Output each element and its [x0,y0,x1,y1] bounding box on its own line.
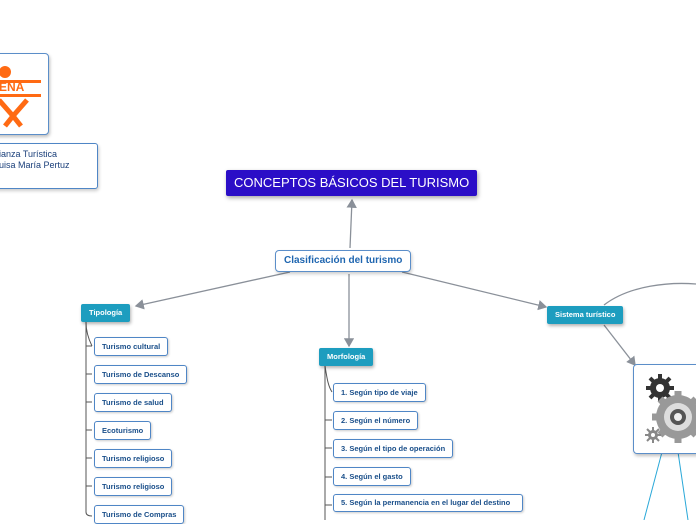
list-item[interactable]: 3. Según el tipo de operación [333,439,454,458]
logo-text: ENA [0,80,25,94]
list-item[interactable]: Turismo de Descanso [94,365,188,384]
author-note[interactable]: ianza Turística uisa María Pertuz [0,143,98,189]
gears-icon [645,374,696,443]
list-item[interactable]: Turismo de salud [94,393,172,412]
list-item[interactable]: Ecoturismo [94,421,152,440]
central-topic[interactable]: Clasificación del turismo [275,250,412,272]
list-item[interactable]: 2. Según el número [333,411,419,430]
list-item[interactable]: 5. Según la permanencia en el lugar del … [333,494,523,512]
list-item[interactable]: Turismo religioso [94,449,173,468]
branch-sistema-turistico[interactable]: Sistema turístico [547,306,624,324]
note-line-2: uisa María Pertuz [0,160,70,170]
list-item[interactable]: Turismo cultural [94,337,169,356]
list-item[interactable]: 1. Según tipo de viaje [333,383,426,402]
list-item[interactable]: 4. Según el gasto [333,467,411,486]
branch-morfologia[interactable]: Morfología [319,348,374,366]
gears-image-card[interactable] [633,364,696,454]
list-item[interactable]: Turismo de Compras [94,505,185,524]
logo-card: ENA [0,53,49,135]
main-topic[interactable]: CONCEPTOS BÁSICOS DEL TURISMO [226,170,478,196]
note-line-1: ianza Turística [0,149,58,159]
branch-tipologia[interactable]: Tipología [81,304,131,322]
list-item[interactable]: Turismo religioso [94,477,173,496]
sena-logo-icon [0,66,41,128]
